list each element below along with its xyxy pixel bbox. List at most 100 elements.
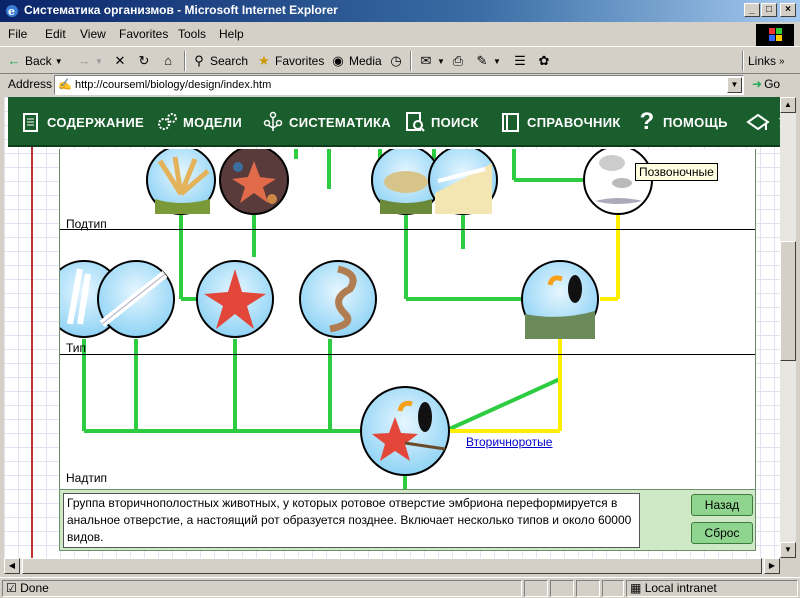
edit-button[interactable]: ✎▼ — [474, 52, 501, 70]
node-chordates[interactable] — [521, 260, 599, 339]
menu-tools[interactable]: Tools — [178, 27, 207, 41]
rank-divider-subtype — [60, 229, 755, 230]
history-button[interactable]: ◷ — [388, 52, 404, 70]
toolbar: ← Back ▼ → ▼ ✕ ↻ ⌂ ⚲ Search ★ Favorites … — [0, 46, 800, 74]
scroll-left-button[interactable]: ◀ — [4, 558, 20, 574]
node-echinoderms[interactable] — [196, 260, 274, 338]
back-button[interactable]: ← Back ▼ — [6, 52, 63, 70]
status-cell — [576, 580, 600, 597]
chevron-right-icon: » — [779, 55, 785, 67]
node-deuterostomes[interactable] — [360, 386, 450, 476]
address-label: Address — [8, 77, 53, 91]
scroll-up-button[interactable]: ▲ — [780, 97, 796, 113]
tree-icon — [263, 111, 283, 131]
chevron-down-icon: ▼ — [493, 56, 501, 66]
menu-favorites[interactable]: Favorites — [119, 27, 169, 41]
favorites-label: Favorites — [275, 54, 325, 68]
horizontal-scroll-thumb[interactable] — [22, 558, 762, 574]
stop-icon: ✕ — [114, 53, 126, 68]
gears-icon — [158, 113, 177, 130]
nav-models[interactable]: МОДЕЛИ — [156, 109, 242, 135]
status-bar: ☑ Done ▦ Local intranet — [0, 577, 800, 598]
refresh-button[interactable]: ↻ — [136, 52, 152, 70]
node-worm-larva[interactable] — [428, 149, 498, 215]
node-chaetognaths[interactable] — [299, 260, 377, 338]
vertical-scroll-thumb[interactable] — [780, 241, 796, 361]
home-icon: ⌂ — [164, 53, 172, 68]
stop-button[interactable]: ✕ — [112, 52, 128, 70]
media-button[interactable]: ◉ Media — [330, 52, 382, 70]
discuss-button[interactable]: ☰ — [512, 52, 528, 70]
back-nav-button[interactable]: Назад — [691, 494, 753, 516]
menu-help[interactable]: Help — [219, 27, 244, 41]
address-input[interactable]: ✍ http://courseml/biology/design/index.h… — [54, 75, 744, 95]
forward-arrow-icon: → — [77, 53, 91, 68]
question-icon: ? — [639, 108, 655, 135]
nav-search[interactable]: ПОИСК — [404, 109, 479, 135]
media-label: Media — [349, 54, 382, 68]
status-cell — [524, 580, 548, 597]
menu-file[interactable]: File — [8, 27, 28, 41]
nav-contents-label: СОДЕРЖАНИЕ — [47, 114, 144, 130]
home-button[interactable]: ⌂ — [160, 52, 176, 70]
status-text: Done — [20, 581, 49, 595]
chevron-down-icon: ▼ — [54, 56, 63, 66]
media-icon: ◉ — [332, 53, 344, 68]
page-done-icon: ☑ — [6, 581, 17, 595]
node-hemichordates[interactable] — [97, 260, 175, 338]
address-dropdown-button[interactable]: ▼ — [727, 77, 742, 93]
menu-view[interactable]: View — [80, 27, 106, 41]
links-label: Links — [748, 54, 777, 68]
node-starfish-photo[interactable] — [219, 149, 289, 215]
node-sea-cucumber[interactable] — [371, 149, 441, 215]
favorites-button[interactable]: ★ Favorites — [256, 52, 324, 70]
status-cell — [550, 580, 574, 597]
nav-contents[interactable]: СОДЕРЖАНИЕ — [20, 109, 144, 135]
tree-diagram: Подтип Тип Надтип Вторичноротые Позвоноч… — [59, 149, 756, 489]
svg-text:e: e — [8, 5, 15, 18]
mail-icon: ✉ — [420, 53, 432, 68]
discuss-icon: ☰ — [514, 53, 526, 68]
ie-icon: e — [6, 5, 18, 18]
vertical-scrollbar[interactable]: ▲ ▼ — [780, 97, 796, 558]
nav-systematics[interactable]: СИСТЕМАТИКА — [262, 109, 391, 135]
scroll-down-button[interactable]: ▼ — [780, 542, 796, 558]
rank-label-type: Тип — [66, 341, 87, 355]
tree-lines — [60, 149, 653, 489]
reset-button[interactable]: Сброс — [691, 522, 753, 544]
deuterostomes-link[interactable]: Вторичноротые — [466, 435, 553, 449]
search-button[interactable]: ⚲ Search — [191, 52, 248, 70]
window-title: Систематика организмов - Microsoft Inter… — [24, 3, 338, 17]
site-nav: СОДЕРЖАНИЕ МОДЕЛИ СИСТЕМАТИКА ПОИСК СПРА… — [8, 97, 780, 147]
zone-text: Local intranet — [644, 581, 717, 595]
links-button[interactable]: Links » — [748, 52, 785, 70]
forward-button[interactable]: → ▼ — [76, 52, 103, 70]
nav-help[interactable]: ? ПОМОЩЬ — [636, 109, 728, 135]
node-vertebrates[interactable] — [583, 149, 653, 215]
page-viewport: СОДЕРЖАНИЕ МОДЕЛИ СИСТЕМАТИКА ПОИСК СПРА… — [4, 97, 780, 558]
back-label: Back — [25, 54, 52, 68]
nav-extra-label: У — [779, 115, 780, 130]
messenger-button[interactable]: ✿ — [536, 52, 552, 70]
maximize-button[interactable]: □ — [761, 3, 777, 17]
rank-divider-type — [60, 354, 755, 355]
close-button[interactable]: × — [780, 3, 796, 17]
nav-extra[interactable]: У — [742, 109, 780, 135]
intranet-icon: ▦ — [630, 581, 642, 595]
horizontal-scrollbar[interactable]: ◀ ▶ — [4, 558, 780, 574]
go-button[interactable]: ➜ Go — [752, 77, 780, 91]
node-ophiuroids[interactable] — [146, 149, 216, 215]
windows-logo-icon — [756, 24, 794, 46]
menu-edit[interactable]: Edit — [45, 27, 66, 41]
margin-line — [31, 97, 33, 558]
mail-button[interactable]: ✉▼ — [418, 52, 445, 70]
nav-systematics-label: СИСТЕМАТИКА — [289, 114, 391, 130]
minimize-button[interactable]: _ — [744, 3, 760, 17]
graduation-cap-icon — [746, 113, 770, 131]
scroll-right-button[interactable]: ▶ — [764, 558, 780, 574]
messenger-icon: ✿ — [538, 53, 550, 68]
print-button[interactable]: ⎙ — [450, 52, 466, 70]
magnifier-document-icon — [406, 112, 425, 132]
nav-reference[interactable]: СПРАВОЧНИК — [500, 109, 621, 135]
print-icon: ⎙ — [452, 53, 464, 68]
